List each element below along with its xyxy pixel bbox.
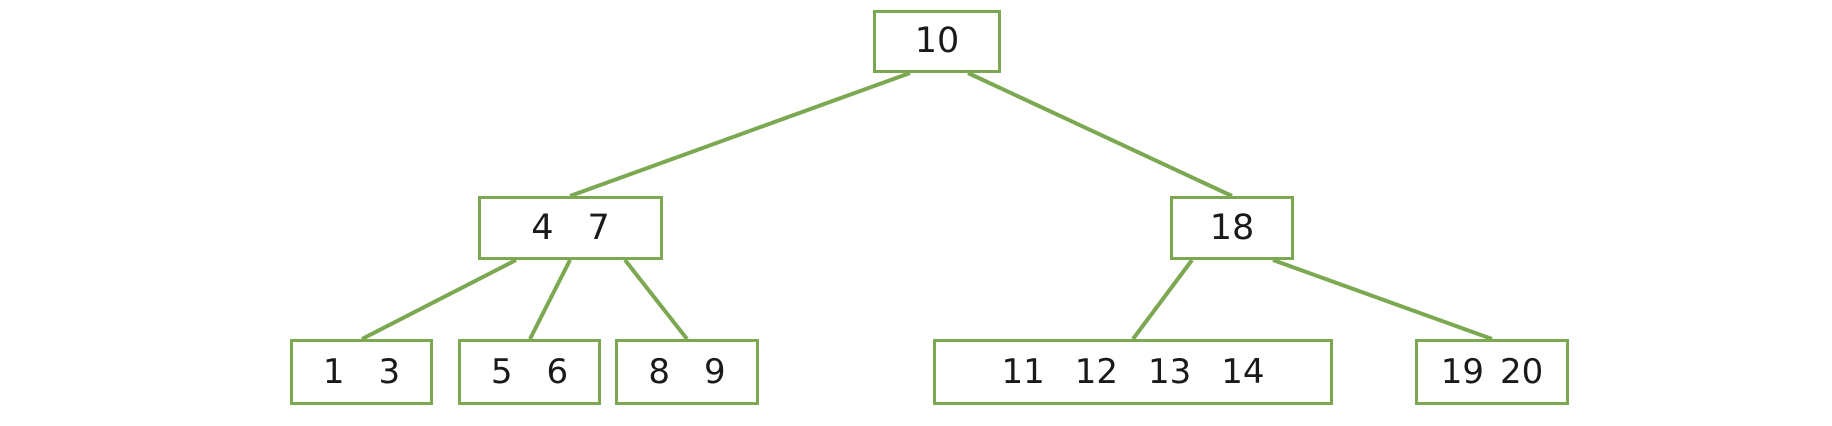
internal-right-to-leaf-5: [1272, 258, 1493, 341]
root-to-internal-right: [967, 71, 1233, 198]
internal-left-to-leaf-2: [528, 259, 572, 340]
node-key: 13: [1148, 352, 1192, 392]
tree-node-internal-right[interactable]: 18: [1170, 196, 1294, 260]
node-key: 14: [1221, 352, 1265, 392]
node-key: 4: [531, 207, 554, 248]
node-keys-internal-right: 18: [1209, 207, 1255, 248]
node-key: 18: [1209, 207, 1255, 248]
node-keys-root: 10: [915, 24, 960, 59]
node-key: 20: [1500, 352, 1544, 392]
node-key: 1: [322, 352, 345, 392]
node-key: 3: [378, 352, 401, 392]
tree-node-root[interactable]: 10: [873, 10, 1001, 73]
internal-left-to-leaf-3: [623, 258, 689, 341]
node-key: 5: [490, 352, 513, 392]
node-key: 10: [914, 21, 960, 61]
node-key: 6: [546, 352, 569, 392]
node-key: 12: [1074, 352, 1118, 392]
internal-left-to-leaf-1: [361, 258, 517, 341]
node-key: 19: [1440, 352, 1484, 392]
node-key: 9: [704, 352, 726, 392]
root-to-internal-left: [569, 71, 911, 198]
node-key: 7: [587, 207, 610, 248]
tree-node-leaf-4[interactable]: 11 12 13 14: [933, 339, 1333, 405]
node-key: 11: [1001, 352, 1045, 392]
internal-right-to-leaf-4: [1131, 258, 1194, 341]
node-keys-leaf-4: 11 12 13 14: [1001, 355, 1264, 389]
node-key: 8: [648, 352, 670, 392]
